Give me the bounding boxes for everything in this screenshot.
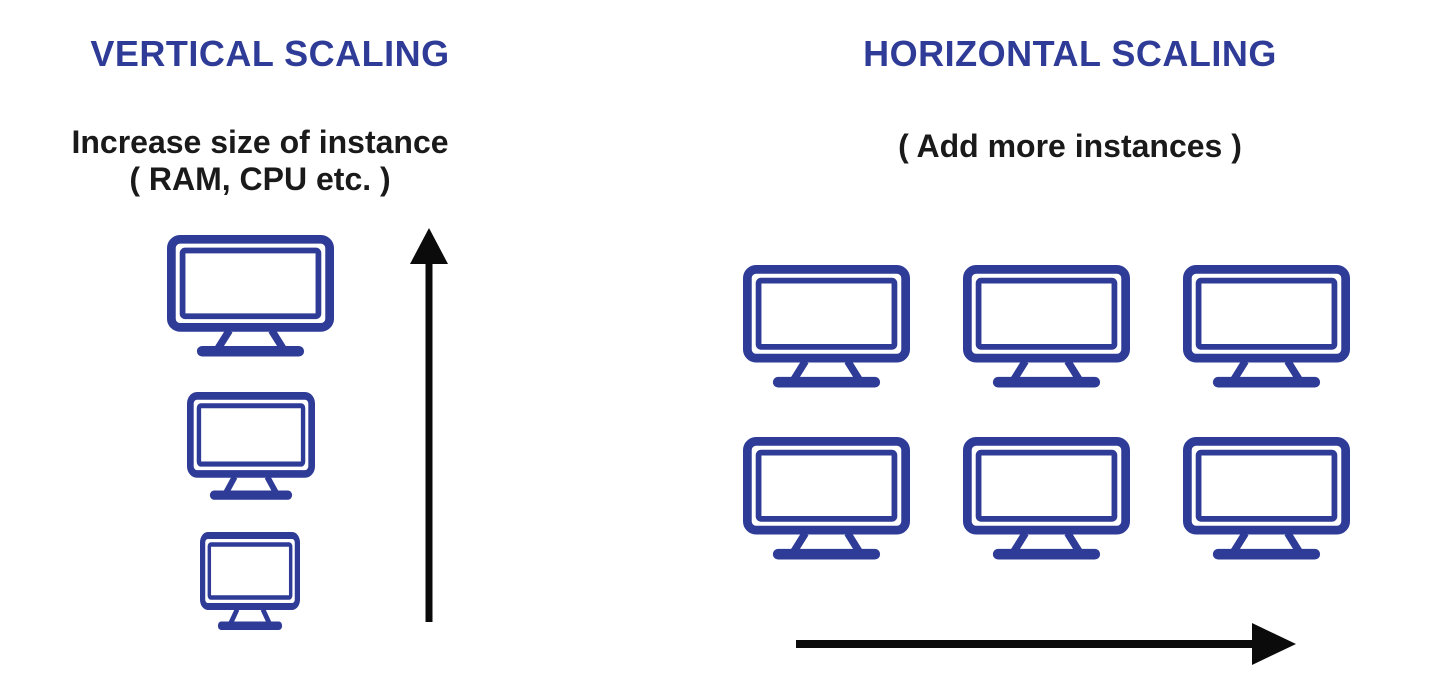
vertical-scaling-subtitle-line2: ( RAM, CPU etc. ) [129,161,391,197]
monitor-icon [187,392,315,502]
arrow-up-icon [407,228,451,624]
vertical-scaling-subtitle: Increase size of instance ( RAM, CPU etc… [30,124,490,198]
vertical-scaling-subtitle-line1: Increase size of instance [71,124,449,160]
monitor-icon [167,235,334,359]
monitor-icon [743,265,910,390]
vertical-scaling-title: VERTICAL SCALING [90,33,450,74]
monitor-icon [200,532,300,632]
monitor-icon [1183,265,1350,390]
monitor-icon [963,437,1130,562]
horizontal-scaling-title: HORIZONTAL SCALING [863,33,1277,74]
horizontal-scaling-subtitle: ( Add more instances ) [898,128,1242,164]
horizontal-monitor-grid [743,265,1350,562]
monitor-icon [743,437,910,562]
arrow-right-icon [796,622,1296,666]
monitor-icon [1183,437,1350,562]
monitor-icon [963,265,1130,390]
